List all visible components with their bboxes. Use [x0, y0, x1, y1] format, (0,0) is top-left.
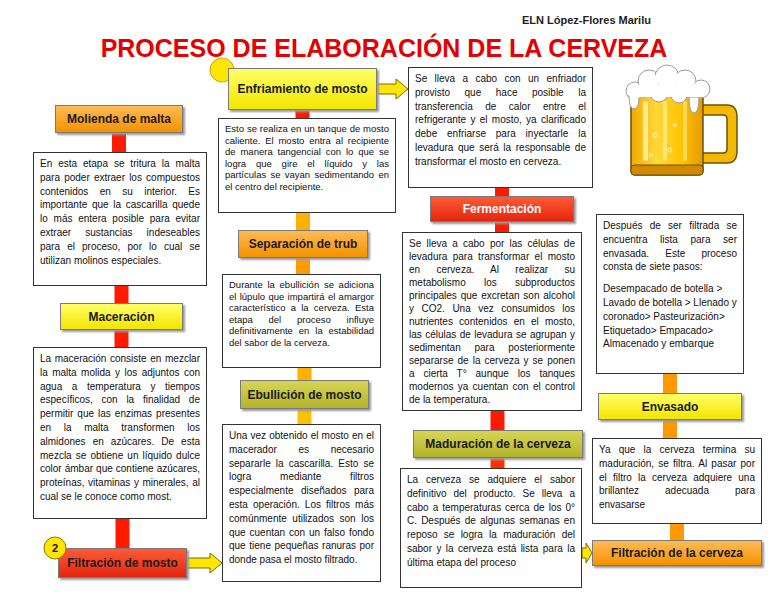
heading-text: Molienda de malta: [67, 112, 171, 126]
description-text: Desempacado de botella > Lavado de botel…: [603, 282, 737, 351]
description-text: Después de ser filtrada se encuentra lis…: [603, 219, 737, 274]
square-connector: [115, 286, 129, 303]
heading-text: Ebullición de mosto: [247, 388, 361, 402]
step-description: Una vez obtenido el mosto en el macerado…: [222, 424, 381, 582]
square-connector: [491, 411, 505, 430]
square-connector: [663, 420, 677, 438]
step-heading: Fermentación: [430, 196, 574, 222]
heading-text: Separación de trub: [249, 237, 358, 251]
step-description: En esta etapa se tritura la malta para p…: [33, 152, 207, 286]
description-text: En esta etapa se tritura la malta para p…: [40, 157, 200, 267]
page-number: 2: [52, 542, 58, 554]
square-connector: [115, 330, 129, 347]
description-text: Una vez obtenido el mosto en el macerado…: [229, 429, 374, 567]
square-connector: [491, 458, 505, 468]
heading-text: Enfriamiento de mosto: [237, 82, 367, 96]
description-text: La cerveza se adquiere el sabor definiti…: [407, 473, 575, 570]
step-heading: Filtración de mosto: [58, 548, 187, 578]
step-heading: Maduración de la cerveza: [413, 430, 583, 458]
step-description: Durante la ebullición se adiciona el lúp…: [222, 274, 381, 368]
step-description: La maceración consiste en mezclar la mal…: [33, 347, 207, 519]
step-heading: Separación de trub: [238, 230, 368, 258]
square-connector: [296, 258, 310, 274]
step-heading: Envasado: [598, 393, 742, 420]
square-connector: [296, 213, 310, 230]
description-text: Se lleva a cabo con un enfriador provist…: [415, 72, 586, 169]
diagram-title: PROCESO DE ELABORACIÓN DE LA CERVEZA: [0, 34, 768, 63]
heading-text: Fermentación: [463, 202, 542, 216]
block-arrow: [187, 553, 222, 573]
step-description: Se lleva a cabo con un enfriador provist…: [408, 67, 593, 188]
heading-text: Maceración: [88, 310, 154, 324]
heading-text: Envasado: [642, 400, 699, 414]
square-connector: [663, 374, 677, 393]
page-number-circle: 2: [43, 536, 67, 560]
beer-mug-illustration: [626, 65, 737, 175]
square-connector: [297, 368, 311, 380]
description-text: Ya que la cerveza termina su maduración,…: [599, 443, 755, 512]
step-description: Se lleva a cabo por las células de levad…: [402, 232, 582, 411]
square-connector: [297, 409, 311, 424]
description-text: Durante la ebullición se adiciona el lúp…: [229, 279, 374, 348]
step-heading: Enfriamiento de mosto: [228, 68, 377, 110]
author-label: ELN López-Flores Marilu: [522, 14, 651, 26]
step-description: Esto se realiza en un tanque de mosto ca…: [218, 118, 396, 213]
heading-text: Maduración de la cerveza: [425, 437, 570, 451]
step-description: La cerveza se adquiere el sabor definiti…: [400, 468, 582, 588]
square-connector: [495, 222, 509, 232]
step-description: Ya que la cerveza termina su maduración,…: [592, 438, 762, 524]
heading-text: Filtración de la cerveza: [611, 546, 743, 560]
description-text: La maceración consiste en mezclar la mal…: [40, 352, 200, 504]
step-description: Después de ser filtrada se encuentra lis…: [596, 214, 744, 374]
square-connector: [112, 133, 126, 152]
square-connector: [116, 519, 130, 548]
square-connector: [495, 188, 509, 196]
square-connector: [296, 110, 310, 118]
square-connector: [670, 524, 684, 540]
step-heading: Filtración de la cerveza: [592, 540, 762, 566]
block-arrow: [582, 543, 592, 563]
block-arrow: [377, 79, 408, 99]
description-text: Se lleva a cabo por las células de levad…: [409, 237, 575, 406]
step-heading: Ebullición de mosto: [240, 380, 369, 409]
heading-text: Filtración de mosto: [67, 556, 178, 570]
step-heading: Maceración: [60, 303, 183, 330]
description-text: Esto se realiza en un tanque de mosto ca…: [225, 123, 389, 192]
step-heading: Molienda de malta: [55, 105, 183, 133]
